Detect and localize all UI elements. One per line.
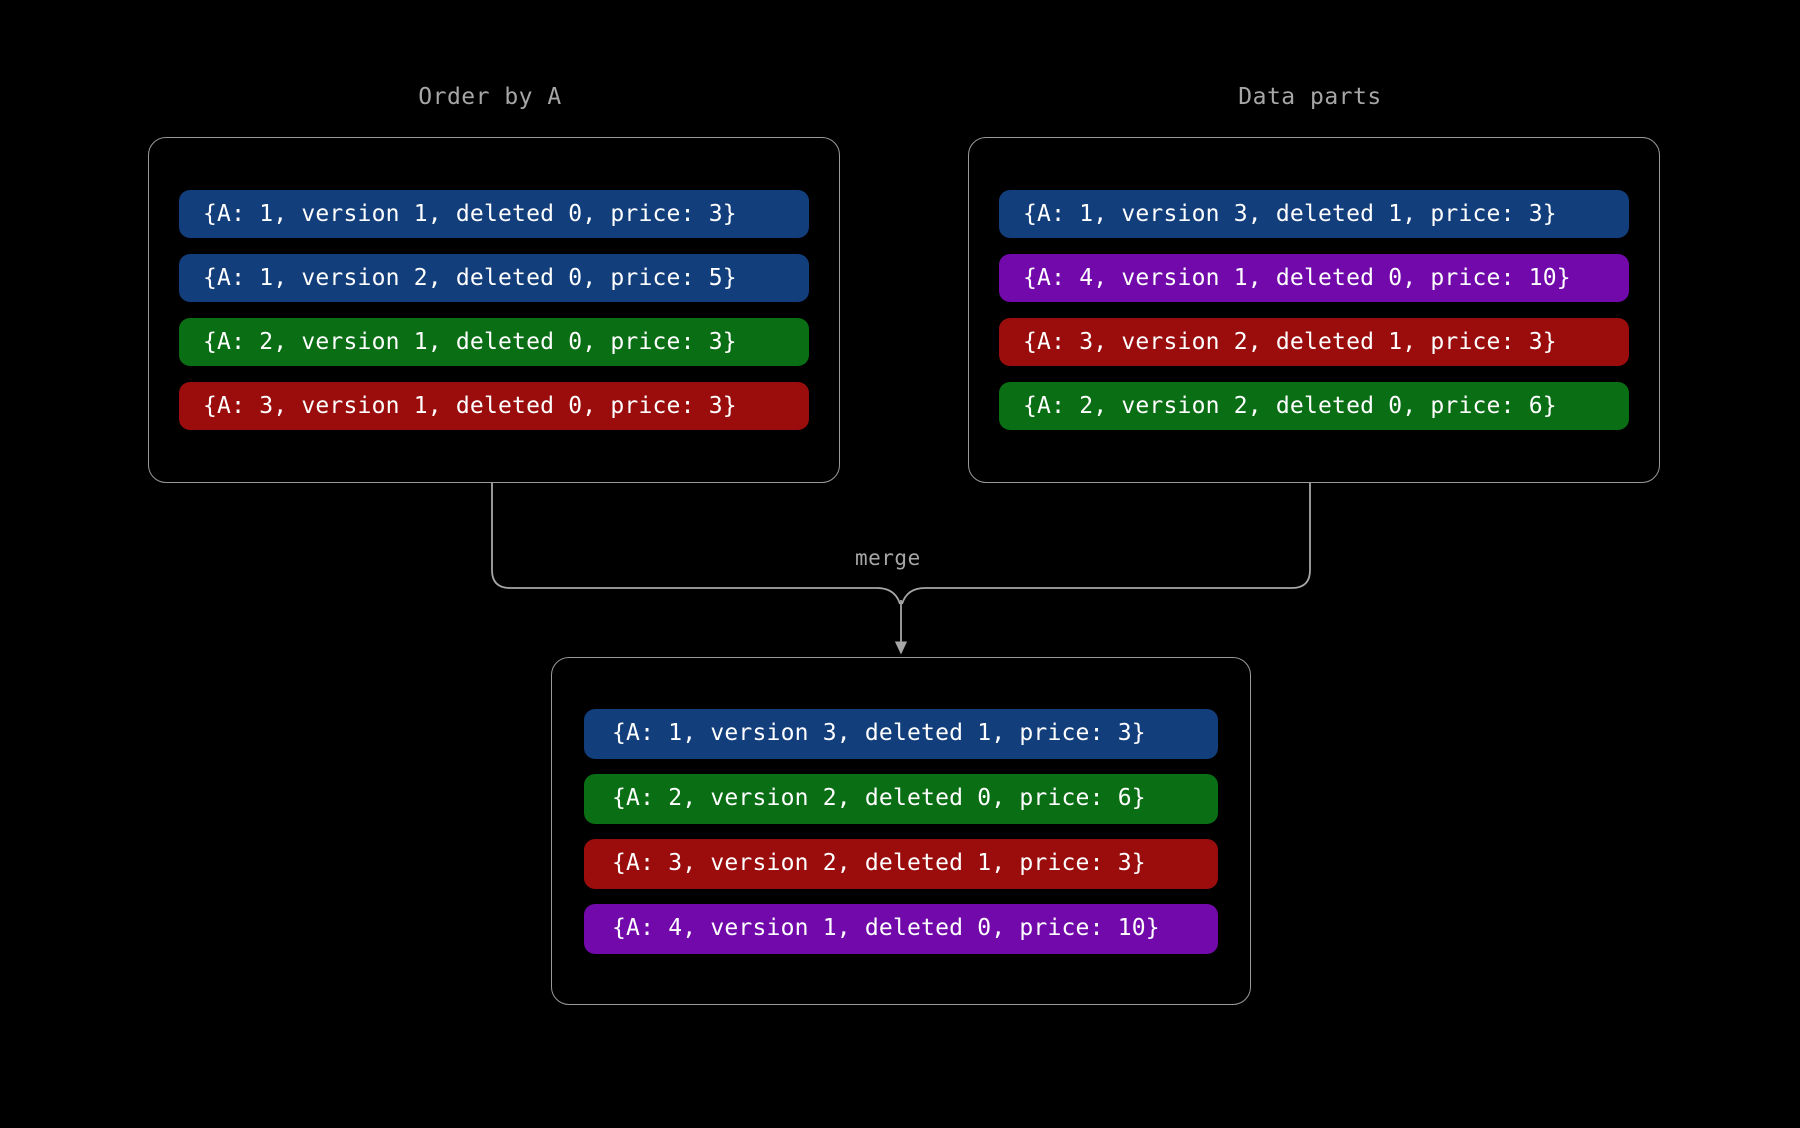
data-row[interactable]: {A: 1, version 3, deleted 1, price: 3}	[999, 190, 1629, 238]
row-list-order-by-a: {A: 1, version 1, deleted 0, price: 3} {…	[149, 190, 839, 430]
data-row[interactable]: {A: 1, version 1, deleted 0, price: 3}	[179, 190, 809, 238]
data-row[interactable]: {A: 2, version 1, deleted 0, price: 3}	[179, 318, 809, 366]
data-row[interactable]: {A: 2, version 2, deleted 0, price: 6}	[584, 773, 1218, 824]
merge-label: merge	[855, 546, 921, 570]
data-row[interactable]: {A: 4, version 1, deleted 0, price: 10}	[584, 903, 1218, 954]
connector-right-to-merge	[901, 483, 1311, 605]
panel-title-order-by-a: Order by A	[418, 84, 562, 110]
panel-title-data-parts: Data parts	[1238, 84, 1382, 110]
data-row[interactable]: {A: 3, version 2, deleted 1, price: 3}	[584, 838, 1218, 889]
data-row[interactable]: {A: 3, version 1, deleted 0, price: 3}	[179, 382, 809, 430]
panel-order-by-a: {A: 1, version 1, deleted 0, price: 3} {…	[148, 137, 840, 483]
row-list-data-parts: {A: 1, version 3, deleted 1, price: 3} {…	[969, 190, 1659, 430]
data-row[interactable]: {A: 2, version 2, deleted 0, price: 6}	[999, 382, 1629, 430]
data-row[interactable]: {A: 3, version 2, deleted 1, price: 3}	[999, 318, 1629, 366]
panel-merged-result: {A: 1, version 3, deleted 1, price: 3} {…	[551, 657, 1251, 1005]
data-row[interactable]: {A: 1, version 3, deleted 1, price: 3}	[584, 708, 1218, 759]
data-row[interactable]: {A: 1, version 2, deleted 0, price: 5}	[179, 254, 809, 302]
connector-left-to-merge	[491, 483, 901, 605]
panel-data-parts: {A: 1, version 3, deleted 1, price: 3} {…	[968, 137, 1660, 483]
data-row[interactable]: {A: 4, version 1, deleted 0, price: 10}	[999, 254, 1629, 302]
row-list-merged-result: {A: 1, version 3, deleted 1, price: 3} {…	[552, 708, 1250, 954]
